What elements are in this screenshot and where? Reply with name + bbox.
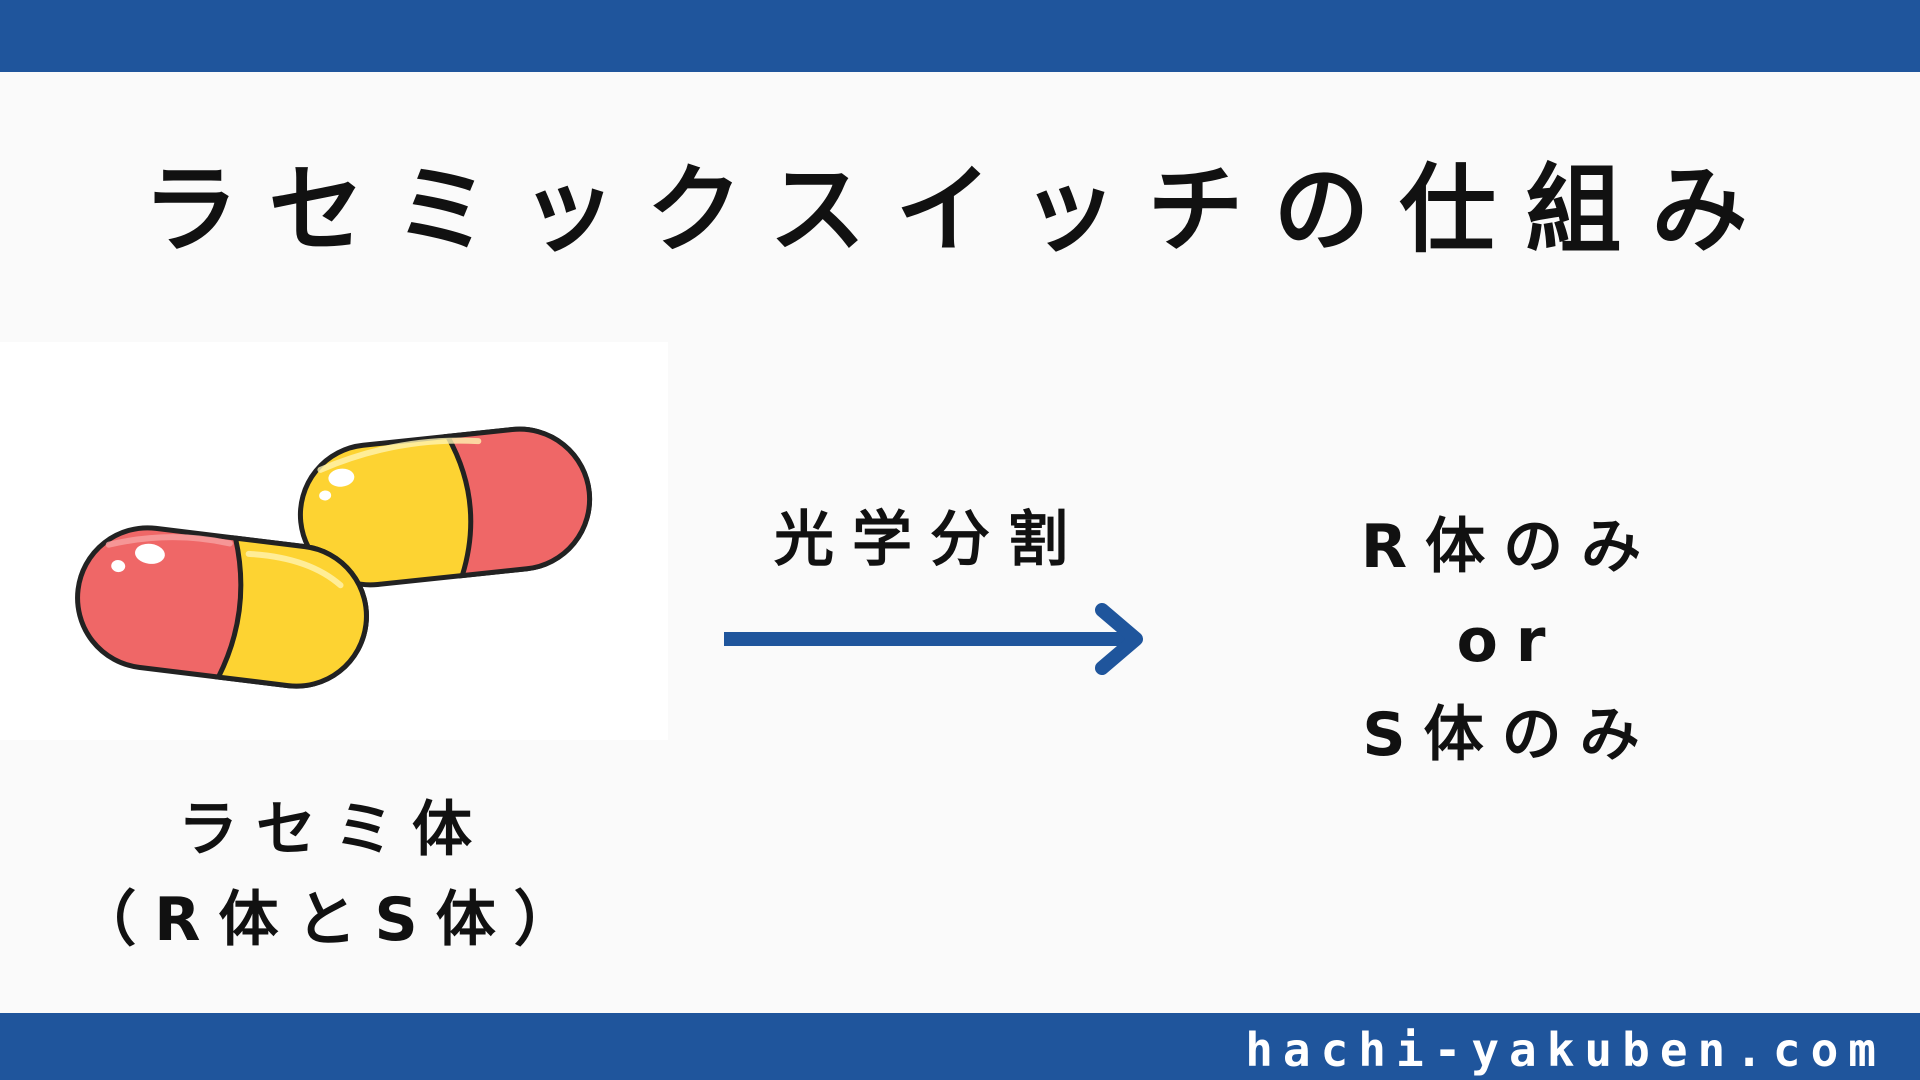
right-arrow-icon xyxy=(724,603,1143,675)
r-only-label: R体のみ xyxy=(1360,512,1660,582)
racemate-caption: ラセミ体 （R体とS体） xyxy=(0,785,668,965)
resolution-label: 光学分割 xyxy=(774,505,1086,575)
result-text: R体のみ or S体のみ xyxy=(1300,500,1720,782)
top-banner xyxy=(0,0,1920,72)
s-only-label: S体のみ xyxy=(1362,700,1658,770)
capsule-pills-icon xyxy=(75,426,593,689)
site-url: hachi-yakuben.com xyxy=(1245,1023,1886,1077)
racemate-label: ラセミ体 xyxy=(178,795,490,865)
back-capsule xyxy=(297,426,593,588)
racemate-sublabel: （R体とS体） xyxy=(76,885,592,955)
front-capsule xyxy=(75,525,369,689)
or-label: or xyxy=(1456,606,1564,676)
page-title: ラセミックスイッチの仕組み xyxy=(142,154,1778,266)
bottom-banner xyxy=(0,1013,1920,1080)
